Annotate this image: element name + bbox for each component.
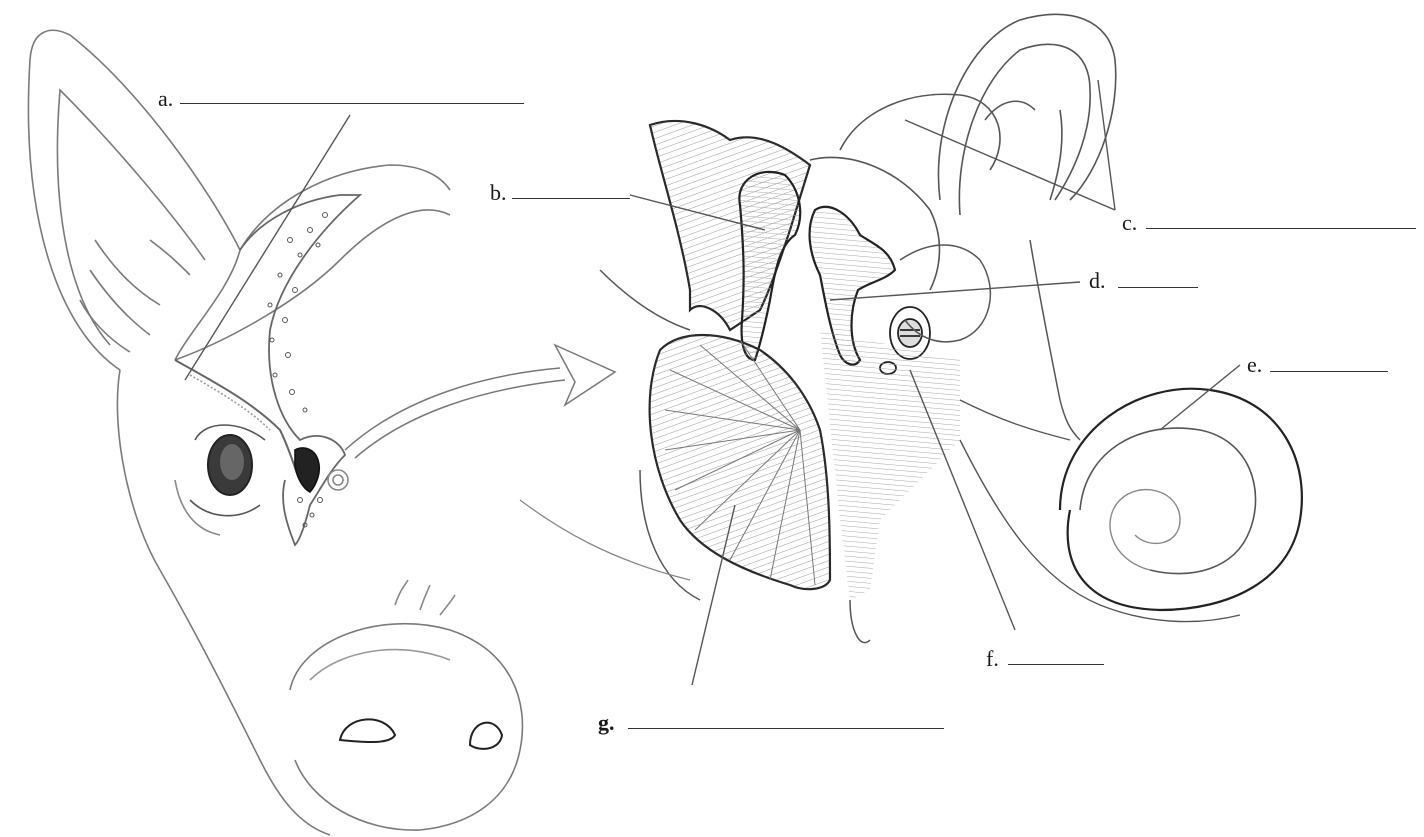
leader-c2 <box>1098 80 1115 210</box>
ear-detail <box>520 14 1302 642</box>
pig-head <box>28 30 522 835</box>
answer-blank-f[interactable] <box>1008 664 1104 665</box>
malleus <box>739 172 800 360</box>
label-f: f. <box>986 648 999 670</box>
cochlea <box>1060 389 1302 610</box>
answer-blank-d[interactable] <box>1118 287 1198 288</box>
leader-a <box>185 115 350 380</box>
leader-e <box>1160 365 1240 430</box>
label-b: b. <box>490 182 507 204</box>
label-d: d. <box>1089 270 1106 292</box>
skull-section <box>240 195 360 545</box>
label-e: e. <box>1247 354 1262 376</box>
nostril-left <box>340 719 395 742</box>
answer-blank-a[interactable] <box>180 103 524 104</box>
answer-blank-c[interactable] <box>1146 228 1416 229</box>
leader-c1 <box>905 120 1115 210</box>
answer-blank-b[interactable] <box>512 198 630 199</box>
pinna-inner <box>57 90 205 345</box>
answer-blank-e[interactable] <box>1270 371 1388 372</box>
snout-outline <box>290 624 522 830</box>
label-a: a. <box>158 88 173 110</box>
answer-blank-g[interactable] <box>628 728 944 729</box>
pointer-arrow-icon <box>345 345 615 458</box>
middle-ear-ossicles <box>295 448 319 492</box>
label-g: g. <box>598 712 615 734</box>
label-c: c. <box>1122 212 1137 234</box>
nostril-right <box>470 723 502 749</box>
leader-f <box>910 370 1015 630</box>
